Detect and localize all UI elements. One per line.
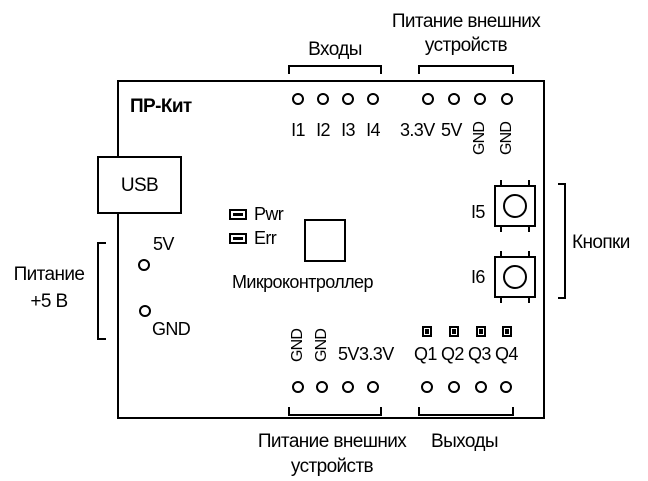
supply-group-label-line2: +5 В [30, 291, 68, 312]
supply-pin-5v-label: 5V [153, 234, 174, 254]
pin-top-gnd-1 [474, 93, 486, 105]
pin-top-gnd-2 [501, 93, 513, 105]
pin-label-top-5v: 5V [441, 120, 462, 140]
ext-power-bottom-label-line1: Питание внешних [257, 431, 407, 452]
led-q1-icon [422, 326, 432, 337]
pin-bottom-3v3 [367, 381, 379, 393]
led-q2-fill [452, 329, 456, 334]
microcontroller-label: Микроконтроллер [232, 272, 373, 292]
outputs-group-label: Выходы [431, 431, 499, 452]
pin-bottom-q4 [500, 381, 512, 393]
button-i5-cap [503, 194, 527, 218]
pin-label-bottom-gnd-1: GND [289, 328, 306, 362]
pin-label-i4: I4 [366, 120, 380, 140]
board-outline [117, 80, 545, 419]
button-i6-label: I6 [471, 267, 485, 287]
supply-pin-gnd-label: GND [152, 319, 191, 339]
ext-power-bottom-label-line2: устройств [290, 456, 374, 477]
err-led-fill [233, 237, 243, 240]
pin-label-bottom-gnd-2: GND [313, 328, 330, 362]
ext-power-top-label-line2: устройств [424, 35, 508, 56]
button-i6-lead-4 [528, 298, 530, 303]
button-i6-cap [503, 265, 527, 289]
button-i6-lead-1 [500, 251, 502, 256]
buttons-bracket [558, 183, 566, 299]
pin-label-bottom-5v: 5V [338, 344, 359, 364]
pin-label-q4: Q4 [495, 344, 518, 364]
inputs-bracket [288, 65, 382, 74]
pin-bottom-gnd-1 [292, 381, 304, 393]
pin-top-i3 [342, 93, 354, 105]
pin-bottom-5v [342, 381, 354, 393]
button-i5-lead-4 [528, 227, 530, 232]
pin-bottom-q1 [421, 381, 433, 393]
pwr-led-icon [229, 209, 247, 220]
led-q3-fill [479, 329, 483, 334]
pin-top-3v3 [422, 93, 434, 105]
pin-supply-5v [138, 259, 150, 271]
err-label: Err [254, 228, 277, 248]
pin-label-i2: I2 [316, 120, 330, 140]
usb-connector [97, 156, 182, 214]
ext-power-top-bracket [418, 65, 514, 74]
pin-top-i2 [317, 93, 329, 105]
board-title: ПР-Кит [130, 96, 192, 117]
outputs-bracket [418, 407, 514, 416]
pin-label-top-gnd-1: GND [471, 121, 488, 155]
led-q3-icon [476, 326, 486, 337]
microcontroller-chip [304, 219, 346, 262]
led-q4-icon [502, 326, 512, 337]
ext-power-top-label-line1: Питание внешних [391, 11, 541, 32]
pin-supply-gnd [139, 305, 151, 317]
pin-top-i1 [292, 93, 304, 105]
usb-label: USB [120, 175, 159, 196]
pin-bottom-q3 [475, 381, 487, 393]
pin-label-q2: Q2 [441, 344, 464, 364]
pin-label-bottom-3v3: 3.3V [359, 344, 394, 364]
ext-power-bottom-bracket [288, 407, 382, 416]
button-i5-label: I5 [471, 202, 485, 222]
pin-label-q1: Q1 [414, 344, 437, 364]
pin-label-i3: I3 [341, 120, 355, 140]
pin-label-top-3v3: 3.3V [400, 120, 435, 140]
led-q4-fill [505, 329, 509, 334]
led-q2-icon [449, 326, 459, 337]
button-i6-lead-3 [500, 298, 502, 303]
pin-top-5v [448, 93, 460, 105]
pin-bottom-q2 [448, 381, 460, 393]
pin-label-q3: Q3 [468, 344, 491, 364]
supply-group-label-line1: Питание [13, 264, 85, 285]
button-i5-lead-3 [500, 227, 502, 232]
button-i6-body [494, 256, 536, 298]
pin-top-i4 [367, 93, 379, 105]
pwr-label: Pwr [254, 204, 284, 224]
err-led-icon [229, 233, 247, 244]
pin-label-top-gnd-2: GND [498, 121, 515, 155]
buttons-group-label: Кнопки [572, 232, 630, 253]
pin-bottom-gnd-2 [316, 381, 328, 393]
pin-label-i1: I1 [291, 120, 305, 140]
pwr-led-fill [233, 213, 243, 216]
button-i5-lead-2 [528, 180, 530, 185]
supply-bracket [97, 242, 106, 340]
button-i5-body [494, 185, 536, 227]
led-q1-fill [425, 329, 429, 334]
button-i5-lead-1 [500, 180, 502, 185]
inputs-group-label: Входы [308, 39, 362, 60]
button-i6-lead-2 [528, 251, 530, 256]
